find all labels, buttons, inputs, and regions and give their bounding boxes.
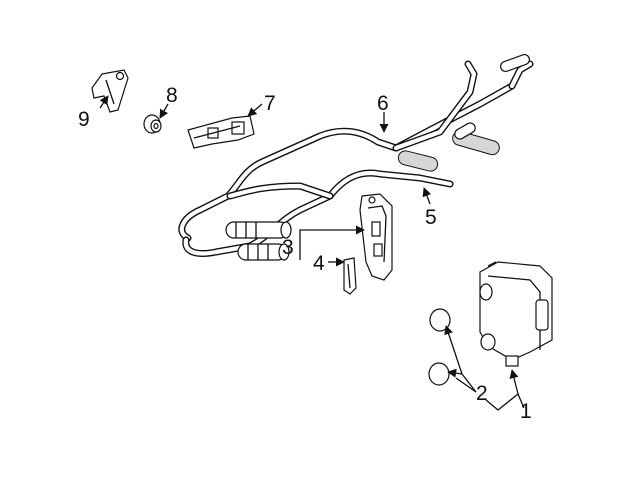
seal-rings-part xyxy=(428,308,451,386)
callout-8: 8 xyxy=(166,84,178,107)
callout-1: 1 xyxy=(520,400,532,423)
mount-bracket-part xyxy=(187,115,255,149)
oil-cooler-part xyxy=(479,261,553,367)
callout-4: 4 xyxy=(313,252,325,275)
callout-9: 9 xyxy=(78,108,90,131)
clamp-part xyxy=(91,69,129,113)
callout-2: 2 xyxy=(476,382,488,405)
bracket-part xyxy=(359,193,393,281)
callout-3: 3 xyxy=(282,236,294,259)
upper-cooler-line xyxy=(178,60,534,242)
hose-ends xyxy=(225,221,292,261)
leader-lines xyxy=(99,95,525,411)
callout-5: 5 xyxy=(425,206,437,229)
callout-7: 7 xyxy=(264,92,276,115)
hose-fittings xyxy=(397,53,530,172)
callout-labels: 1 2 3 4 5 6 7 8 9 xyxy=(78,84,532,423)
callout-6: 6 xyxy=(377,92,389,115)
clip-part xyxy=(343,257,357,295)
grommet-part xyxy=(143,114,162,134)
lower-cooler-line xyxy=(182,169,454,257)
